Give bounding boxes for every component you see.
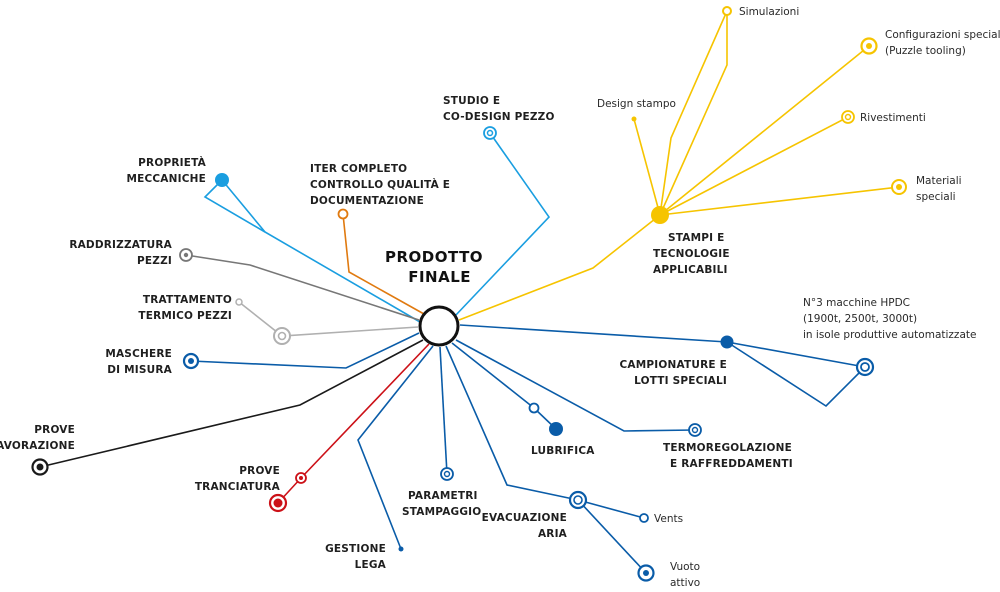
- label-stampi-3: APPLICABILI: [653, 264, 728, 276]
- label-studio-1: STUDIO E: [443, 95, 500, 107]
- node-raddrizzatura: [179, 248, 193, 262]
- label-gestione-1: GESTIONE: [325, 543, 386, 555]
- label-rivestimenti: Rivestimenti: [860, 112, 926, 124]
- line-materiali: [659, 186, 900, 216]
- label-evacuazione-2: ARIA: [538, 528, 568, 540]
- label-gestione-2: LEGA: [355, 559, 387, 571]
- label-prove-tran-2: TRANCIATURA: [195, 481, 281, 493]
- label-vents: Vents: [654, 513, 683, 525]
- node-lubrifica-small: [528, 402, 540, 414]
- node-parametri: [440, 467, 454, 481]
- label-raddrizzatura-2: PEZZI: [137, 255, 172, 267]
- label-iter-3: DOCUMENTAZIONE: [310, 195, 424, 207]
- line-vents: [577, 499, 645, 519]
- label-vuoto-2: attivo: [670, 577, 700, 589]
- label-trattamento-1: TRATTAMENTO: [143, 294, 232, 306]
- line-raddrizzatura: [185, 254, 420, 321]
- label-hpdc-2: (1900t, 2500t, 3000t): [803, 313, 917, 325]
- node-termoregolazione: [688, 423, 702, 437]
- label-parametri-2: STAMPAGGIO: [402, 506, 481, 518]
- line-vuoto: [577, 499, 647, 574]
- node-trattamento: [273, 327, 291, 345]
- label-prove-lav-1: PROVE: [34, 424, 75, 436]
- label-prove-tran-1: PROVE: [239, 465, 280, 477]
- line-configurazioni: [659, 45, 870, 216]
- label-stampi-2: TECNOLOGIE: [653, 248, 730, 260]
- node-lubrifica: [549, 422, 563, 436]
- label-iter-1: ITER COMPLETO: [310, 163, 407, 175]
- line-simulazioni-b: [659, 11, 728, 216]
- line-termoregolazione: [455, 339, 696, 432]
- node-proprieta: [215, 173, 229, 187]
- node-vuoto: [637, 564, 655, 582]
- center-label-2: FINALE: [408, 268, 471, 286]
- label-trattamento-2: TERMICO PEZZI: [138, 310, 232, 322]
- line-evacuazione: [445, 345, 579, 501]
- connector-lines: [39, 10, 900, 574]
- line-design-stampo: [633, 118, 661, 216]
- node-iter: [337, 208, 349, 220]
- label-stampi-1: STAMPI E: [668, 232, 725, 244]
- label-lubrifica: LUBRIFICA: [531, 445, 595, 457]
- line-maschere: [190, 332, 420, 369]
- node-stampi: [651, 206, 669, 224]
- label-configurazioni-2: (Puzzle tooling): [885, 45, 966, 57]
- node-hpdc: [855, 357, 875, 377]
- label-iter-2: CONTROLLO QUALITÀ E: [310, 178, 450, 191]
- center-label-1: PRODOTTO: [385, 248, 483, 266]
- node-campionature: [720, 335, 734, 349]
- label-simulazioni: Simulazioni: [739, 6, 799, 18]
- label-prove-lav-2: LAVORAZIONE: [0, 440, 75, 452]
- label-proprieta-2: MECCANICHE: [126, 173, 206, 185]
- label-proprieta-1: PROPRIETÀ: [138, 156, 207, 169]
- label-maschere-1: MASCHERE: [105, 348, 172, 360]
- node-prove-tran-small: [295, 472, 307, 484]
- node-design-stampo: [631, 116, 637, 122]
- label-materiali-2: speciali: [916, 191, 956, 203]
- node-trattamento-small: [235, 298, 243, 306]
- line-parametri: [439, 346, 448, 475]
- node-studio: [483, 126, 497, 140]
- line-trattamento: [238, 301, 419, 337]
- node-prove-tran: [268, 493, 288, 513]
- label-maschere-2: DI MISURA: [107, 364, 172, 376]
- label-vuoto-1: Vuoto: [670, 561, 700, 573]
- label-termoregolazione-1: TERMOREGOLAZIONE: [663, 442, 792, 454]
- line-stampi: [458, 214, 661, 321]
- label-termoregolazione-2: E RAFFREDDAMENTI: [670, 458, 793, 470]
- line-gestione: [357, 345, 434, 550]
- node-maschere: [182, 352, 200, 370]
- label-design-stampo: Design stampo: [597, 98, 676, 110]
- node-configurazioni: [860, 37, 878, 55]
- label-studio-2: CO-DESIGN PEZZO: [443, 111, 555, 123]
- labels: PRODOTTO FINALE STUDIO E CO-DESIGN PEZZO…: [0, 6, 1000, 589]
- node-simulazioni: [722, 6, 732, 16]
- label-raddrizzatura-1: RADDRIZZATURA: [69, 239, 172, 251]
- label-evacuazione-1: EVACUAZIONE: [482, 512, 567, 524]
- node-gestione: [398, 546, 404, 552]
- line-simulazioni: [659, 10, 728, 216]
- label-campionature-1: CAMPIONATURE E: [620, 359, 727, 371]
- node-evacuazione: [568, 490, 588, 510]
- label-campionature-2: LOTTI SPECIALI: [634, 375, 727, 387]
- label-materiali-1: Materiali: [916, 175, 962, 187]
- label-hpdc-3: in isole produttive automatizzate: [803, 329, 976, 341]
- node-prove-lav: [31, 458, 49, 476]
- center-node: [418, 305, 460, 347]
- line-iter: [342, 213, 425, 315]
- label-hpdc-1: N°3 macchine HPDC: [803, 297, 910, 309]
- node-materiali: [891, 179, 907, 195]
- line-campionature-fork: [726, 341, 866, 408]
- label-configurazioni-1: Configurazioni speciali: [885, 29, 1000, 41]
- node-rivestimenti: [841, 110, 855, 124]
- nodes: [31, 6, 907, 582]
- line-proprieta-fork: [203, 179, 266, 233]
- node-vents: [639, 513, 649, 523]
- line-prove-lav: [39, 339, 424, 468]
- line-studio: [454, 132, 551, 317]
- line-rivestimenti: [659, 116, 849, 216]
- label-parametri-1: PARAMETRI: [408, 490, 478, 502]
